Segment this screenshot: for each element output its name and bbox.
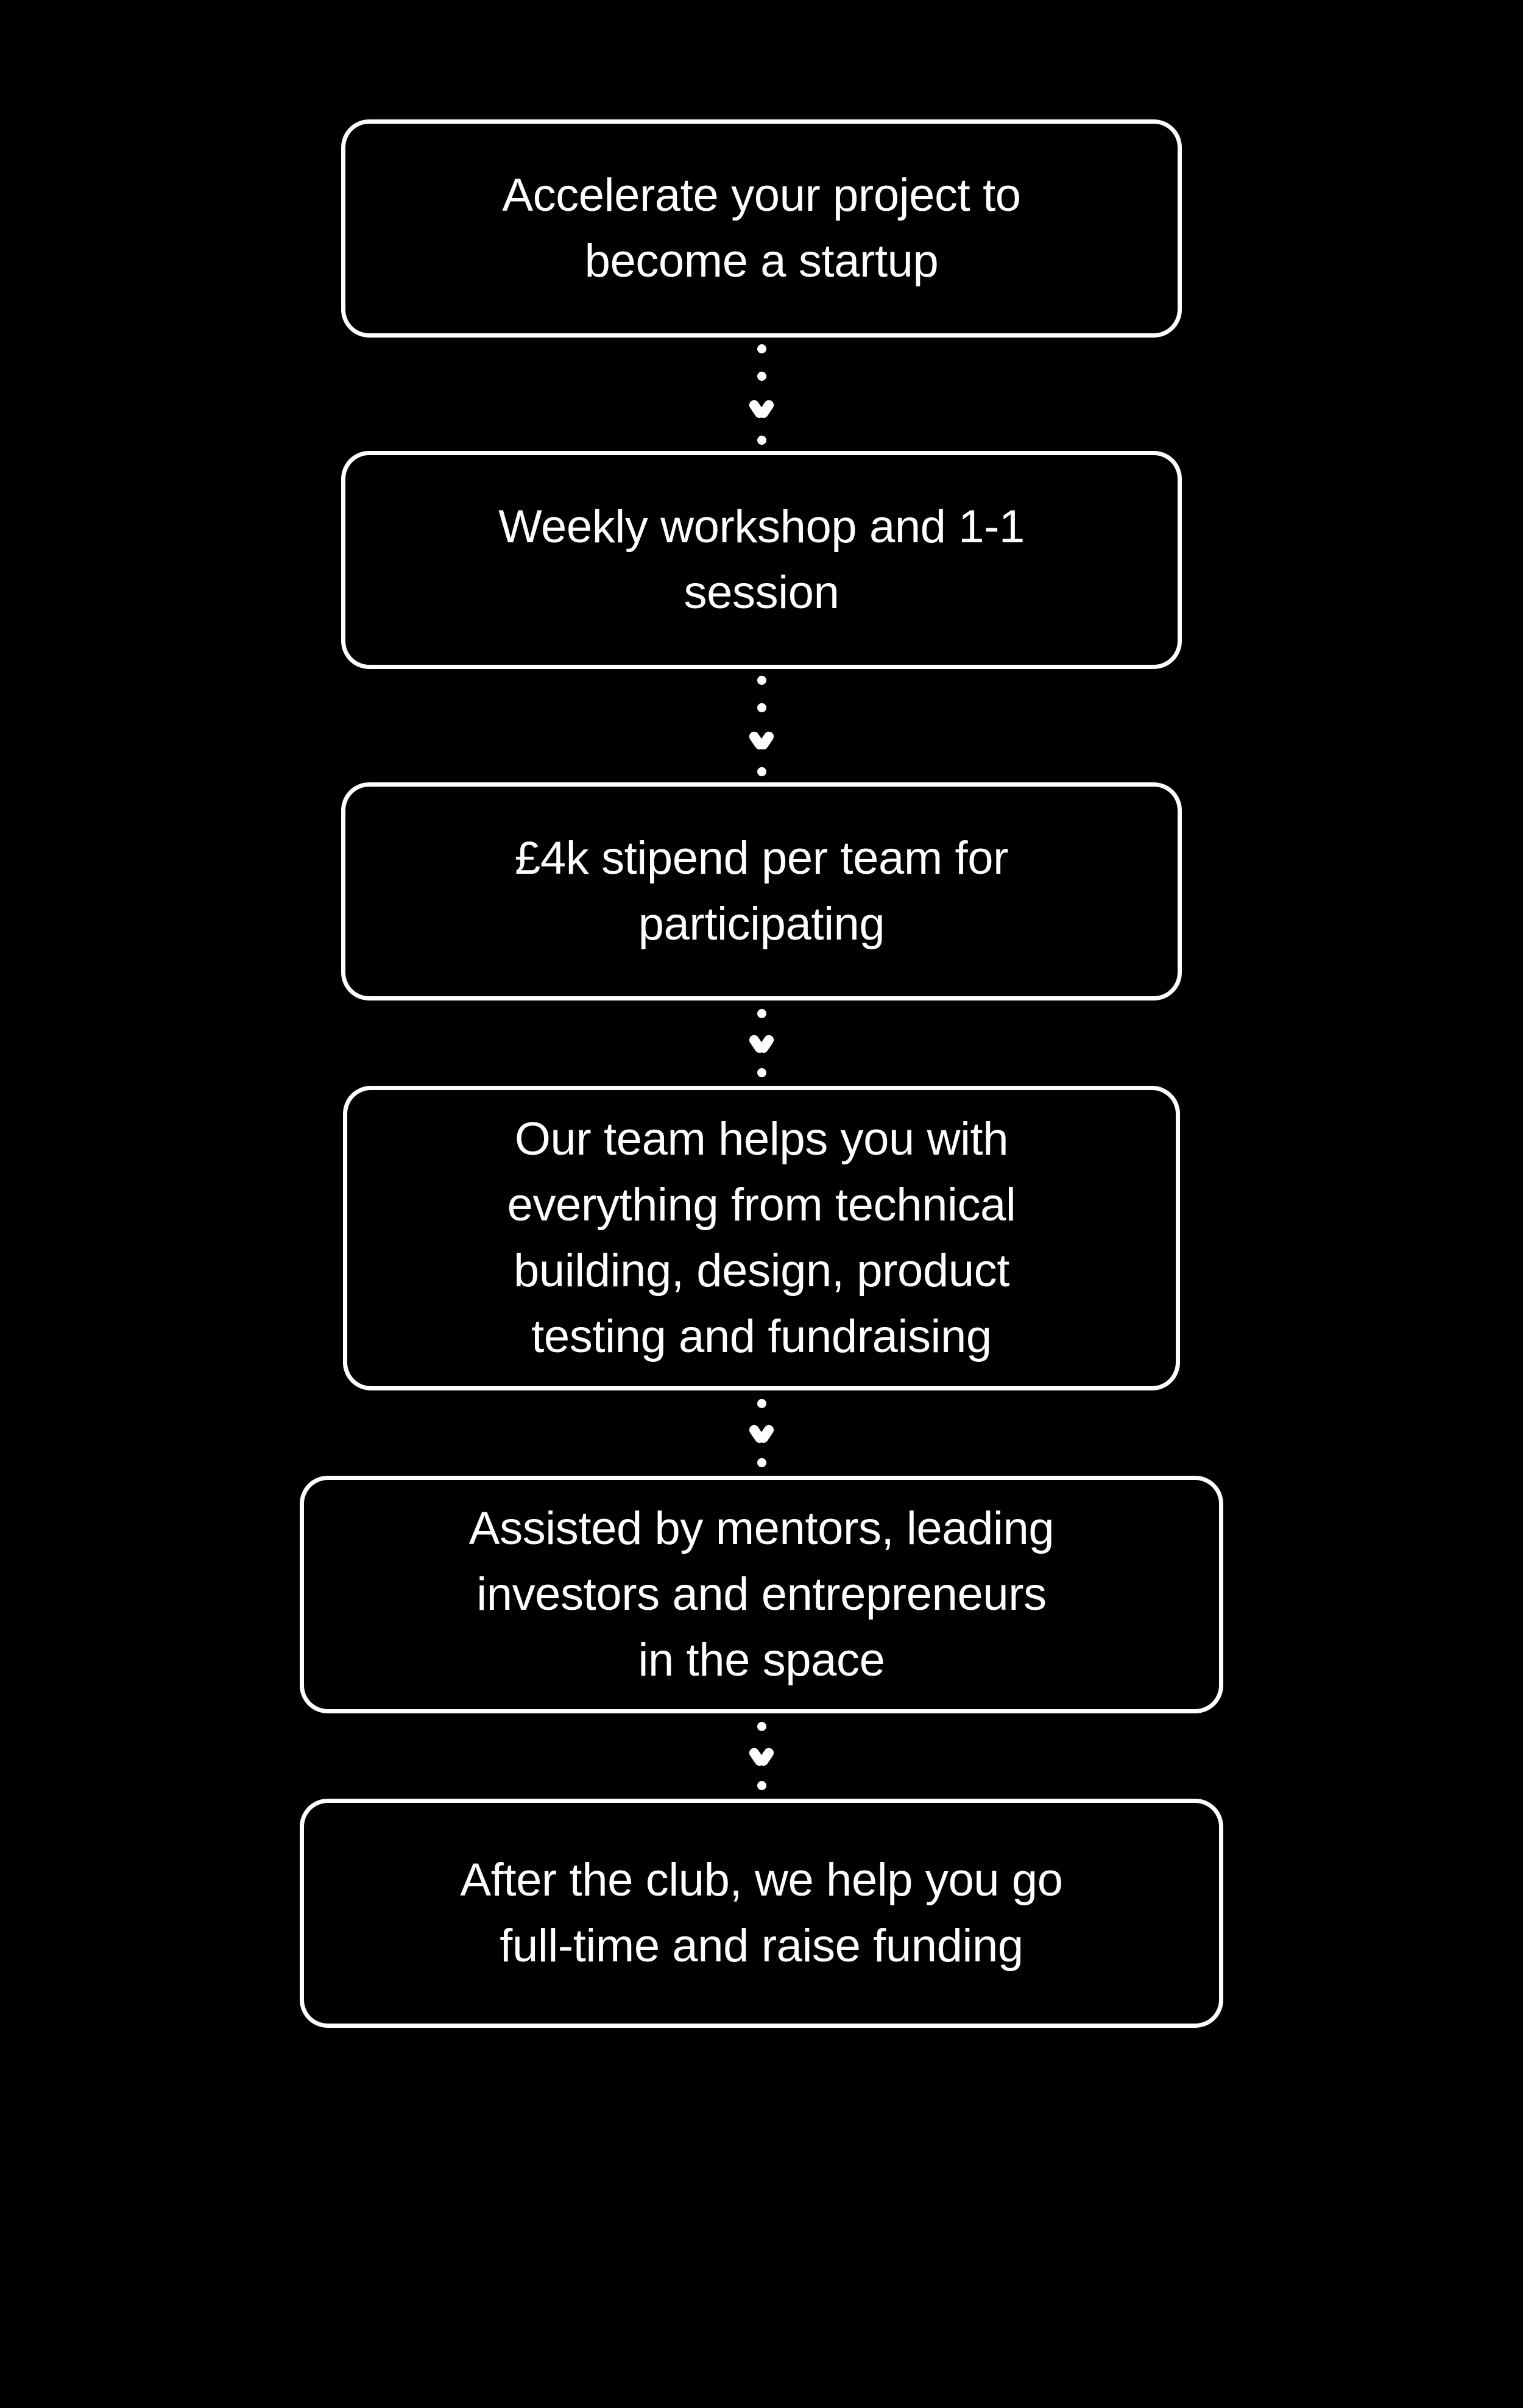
connector-dot — [757, 703, 766, 712]
connector-dot — [757, 1399, 766, 1408]
chevron-down-icon — [747, 1034, 776, 1052]
connector-dot — [757, 1781, 766, 1790]
flow-node-4-label: Our team helps you with everything from … — [507, 1113, 1016, 1362]
connector-2-3 — [743, 669, 780, 782]
chevron-down-icon — [747, 731, 776, 749]
connector-1-2 — [743, 338, 780, 451]
connector-3-4 — [743, 1000, 780, 1086]
connector-dot — [757, 1068, 766, 1077]
chevron-down-icon — [747, 399, 776, 417]
flow-node-2-label: Weekly workshop and 1-1 session — [498, 501, 1025, 618]
chevron-down-icon — [747, 1424, 776, 1442]
flow-node-2[interactable]: Weekly workshop and 1-1 session — [341, 451, 1182, 669]
connector-4-5 — [743, 1390, 780, 1476]
chevron-down-icon — [747, 1747, 776, 1765]
flow-node-5[interactable]: Assisted by mentors, leading investors a… — [300, 1476, 1223, 1713]
connector-dot — [757, 1458, 766, 1467]
connector-5-6 — [743, 1713, 780, 1799]
flow-node-6[interactable]: After the club, we help you go full-time… — [300, 1799, 1223, 2028]
flow-node-3[interactable]: £4k stipend per team for participating — [341, 782, 1182, 1000]
flow-node-3-label: £4k stipend per team for participating — [515, 832, 1008, 950]
flow-node-5-label: Assisted by mentors, leading investors a… — [468, 1503, 1055, 1686]
flow-node-1-label: Accelerate your project to become a star… — [502, 169, 1021, 287]
flow-node-4[interactable]: Our team helps you with everything from … — [343, 1086, 1180, 1390]
connector-dot — [757, 344, 766, 353]
connector-dot — [757, 371, 766, 381]
flow-column: Accelerate your project to become a star… — [0, 119, 1523, 2028]
connector-dot — [757, 675, 766, 685]
connector-dot — [757, 435, 766, 445]
connector-dot — [757, 1009, 766, 1018]
connector-dot — [757, 1722, 766, 1731]
flow-node-6-label: After the club, we help you go full-time… — [460, 1854, 1063, 1972]
flow-node-1[interactable]: Accelerate your project to become a star… — [341, 119, 1182, 338]
connector-dot — [757, 767, 766, 776]
